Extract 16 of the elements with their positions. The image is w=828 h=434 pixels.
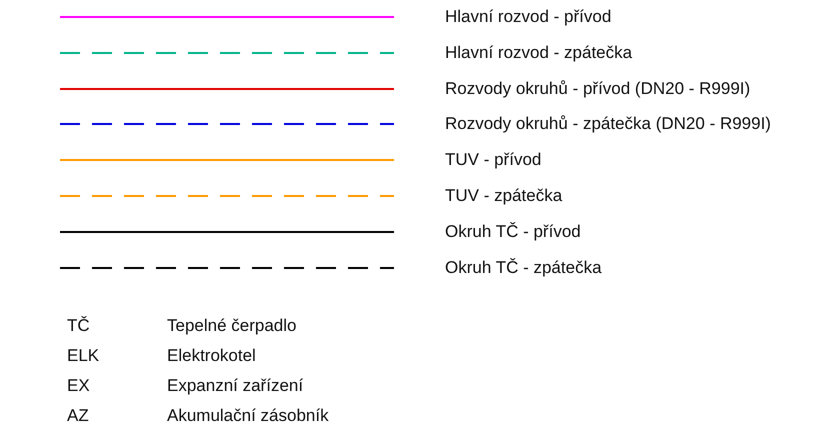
- abbreviation: AZ: [67, 406, 89, 426]
- abbreviation: EX: [67, 376, 90, 396]
- legend-text: TUV - přívod: [445, 150, 542, 170]
- abbreviation-meaning: Akumulační zásobník: [167, 406, 329, 426]
- abbreviation-meaning: Tepelné čerpadlo: [167, 316, 296, 336]
- legend-text: Rozvody okruhů - přívod (DN20 - R999I): [445, 78, 750, 99]
- legend-text: Hlavní rozvod - přívod: [445, 7, 612, 27]
- legend-text: TUV - zpátečka: [445, 186, 562, 206]
- abbreviation-meaning: Expanzní zařízení: [167, 376, 304, 396]
- abbreviation: TČ: [67, 316, 90, 336]
- legend-text: Rozvody okruhů - zpátečka (DN20 - R999I): [445, 114, 771, 134]
- legend-text: Hlavní rozvod - zpátečka: [445, 42, 632, 63]
- legend-text: Okruh TČ - zpátečka: [445, 258, 602, 278]
- abbreviation: ELK: [67, 346, 100, 366]
- legend-text: Okruh TČ - přívod: [445, 222, 581, 242]
- abbreviation-meaning: Elektrokotel: [167, 346, 256, 366]
